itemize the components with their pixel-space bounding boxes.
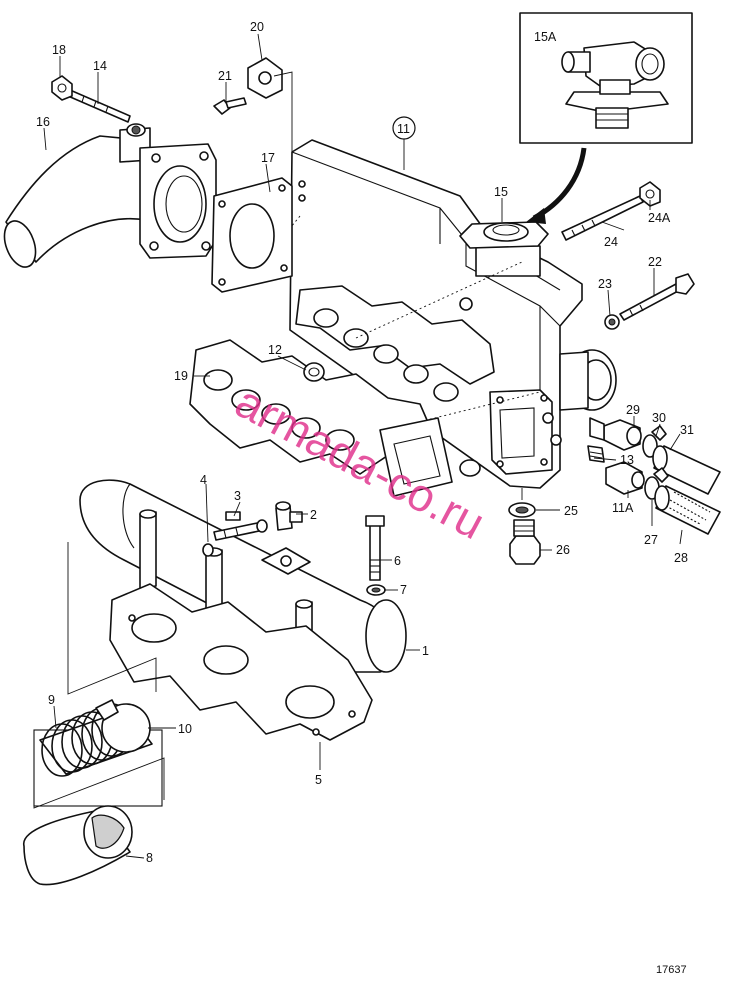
label-21: 21 [218, 69, 232, 83]
label-24a: 24A [648, 211, 671, 225]
label-11a: 11A [612, 501, 634, 515]
gasket-19 [189, 339, 441, 475]
label-24: 24 [604, 235, 618, 249]
leader-lines [43, 33, 683, 859]
label-6: 6 [394, 554, 401, 568]
plug-13 [587, 445, 605, 463]
label-10: 10 [178, 722, 192, 736]
sleeve-8 [23, 805, 133, 886]
inset-15a [519, 12, 693, 144]
gasket-5 [109, 583, 373, 741]
washer-7 [366, 584, 386, 596]
label-30: 30 [652, 411, 666, 425]
stud-24 [561, 181, 661, 241]
label-22: 22 [648, 255, 662, 269]
label-3: 3 [234, 489, 241, 503]
label-14: 14 [93, 59, 107, 73]
label-2: 2 [310, 508, 317, 522]
label-28: 28 [674, 551, 688, 565]
label-4: 4 [200, 473, 207, 487]
plug-26 [509, 519, 541, 565]
plate-20 [247, 57, 283, 99]
label-20: 20 [250, 20, 264, 34]
label-8: 8 [146, 851, 153, 865]
watermark: armada-co.ru [227, 375, 493, 549]
gasket-17 [211, 177, 293, 293]
label-23: 23 [598, 277, 612, 291]
label-15: 15 [494, 185, 508, 199]
bolt-6 [365, 515, 385, 581]
square-gasket [379, 417, 453, 497]
label-31: 31 [680, 423, 694, 437]
label-13: 13 [620, 453, 634, 467]
label-18: 18 [52, 43, 66, 57]
clamp-30 [642, 425, 667, 458]
label-29: 29 [626, 403, 640, 417]
label-15a: 15A [534, 30, 557, 44]
hose-28 [654, 485, 721, 535]
label-27: 27 [644, 533, 658, 547]
bolt-22 [619, 273, 695, 321]
label-11: 11 [397, 122, 410, 136]
filler-cap-15 [459, 221, 549, 249]
clamp-10 [95, 699, 151, 753]
figure-number: 17637 [656, 964, 687, 976]
label-9: 9 [48, 693, 55, 707]
fitting-2 [275, 501, 303, 531]
label-5: 5 [315, 773, 322, 787]
label-1: 1 [422, 644, 429, 658]
fitting-29 [589, 417, 642, 451]
exhaust-manifold-11 [289, 139, 617, 489]
bolt-3 [213, 519, 268, 541]
bolt-21 [213, 97, 247, 115]
label-11-circled: 11 [392, 116, 416, 140]
fitting-11a [605, 461, 645, 495]
washer-4 [202, 543, 214, 557]
label-17: 17 [261, 151, 275, 165]
label-19: 19 [174, 369, 188, 383]
label-25: 25 [564, 504, 578, 518]
label-12: 12 [268, 343, 282, 357]
elbow-16 [3, 123, 217, 268]
washer-25 [508, 502, 536, 518]
washer-23 [604, 314, 620, 330]
plug-12 [303, 362, 325, 382]
label-16: 16 [36, 115, 50, 129]
bolt-14 [51, 75, 131, 123]
label-26: 26 [556, 543, 570, 557]
label-7: 7 [400, 583, 407, 597]
